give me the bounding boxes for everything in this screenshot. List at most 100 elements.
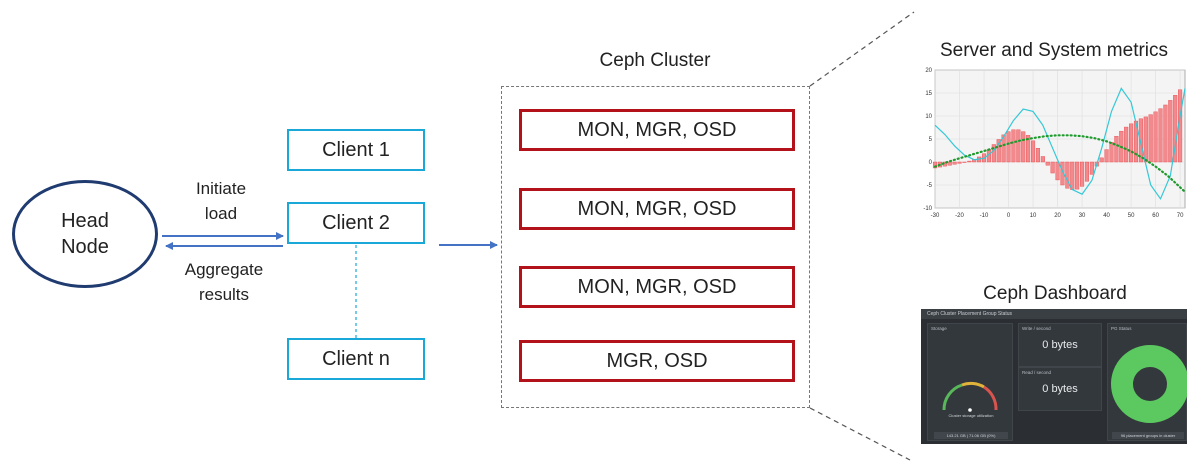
metric-bar xyxy=(1163,104,1168,163)
metric-bar xyxy=(1138,118,1143,163)
metric-bar xyxy=(1089,161,1094,175)
aggregate-results-label: Aggregate results xyxy=(166,258,282,307)
client-n-label: Client n xyxy=(322,347,390,370)
y-tick-label: 5 xyxy=(929,137,933,143)
storage-card: Storage Cluster storage utilization 143.… xyxy=(927,323,1013,441)
metric-bar xyxy=(1109,142,1114,163)
metric-bar xyxy=(1050,161,1055,174)
x-tick-label: 70 xyxy=(1177,213,1184,219)
head-node-label-line1: Head xyxy=(61,210,109,232)
client-2-box: Client 2 xyxy=(287,202,425,244)
metric-bar xyxy=(1114,136,1119,163)
cluster-node-2: MON, MGR, OSD xyxy=(519,188,795,230)
client-1-label: Client 1 xyxy=(322,138,390,161)
y-tick-label: 0 xyxy=(929,160,933,166)
cluster-node-1: MON, MGR, OSD xyxy=(519,109,795,151)
metric-bar xyxy=(1168,100,1173,163)
gauge-arc-green xyxy=(942,383,963,411)
initiate-load-line2: load xyxy=(204,203,238,223)
x-tick-label: 0 xyxy=(1007,213,1011,219)
gauge-label: Cluster storage utilization xyxy=(948,413,994,418)
metric-line xyxy=(934,87,1186,201)
metrics-title: Server and System metrics xyxy=(939,40,1169,61)
pg-donut xyxy=(1111,345,1187,423)
write-card-title: Write / second xyxy=(1022,326,1051,331)
cluster-node-1-label: MON, MGR, OSD xyxy=(577,118,737,141)
x-tick-label: 40 xyxy=(1103,213,1110,219)
storage-footer: 143.21 GB | 71.06 GB (0%) xyxy=(934,432,1008,439)
ceph-cluster-box xyxy=(501,86,810,408)
metric-bar xyxy=(1045,161,1050,166)
metric-bar xyxy=(1001,134,1006,163)
metric-bar xyxy=(991,144,996,163)
x-tick-label: 30 xyxy=(1079,213,1086,219)
write-value: 0 bytes xyxy=(1042,339,1078,351)
x-tick-label: 50 xyxy=(1128,213,1135,219)
x-tick-label: -30 xyxy=(931,213,940,219)
metric-bar xyxy=(932,161,938,169)
metric-bar xyxy=(947,161,952,166)
metric-bar xyxy=(1143,116,1148,163)
metric-bar xyxy=(1006,131,1011,163)
head-node-label-line2: Node xyxy=(61,236,109,258)
metric-bar xyxy=(1173,95,1178,163)
metric-bar xyxy=(962,161,967,163)
metric-dotted-line xyxy=(933,134,1187,194)
metric-bar xyxy=(1099,157,1104,163)
metric-bar xyxy=(996,139,1001,163)
cluster-node-4: MGR, OSD xyxy=(519,340,795,382)
write-card: Write / second 0 bytes xyxy=(1018,323,1102,367)
metric-bar xyxy=(957,161,962,164)
y-tick-label: 20 xyxy=(925,68,932,74)
cluster-node-3: MON, MGR, OSD xyxy=(519,266,795,308)
read-card-title: Read / second xyxy=(1022,370,1052,375)
pg-footer: 96 placement groups in cluster xyxy=(1112,432,1184,439)
aggregate-results-line2: results xyxy=(198,284,250,304)
metric-bar xyxy=(1070,161,1075,190)
metric-bar xyxy=(952,161,957,165)
metric-bar xyxy=(1148,114,1153,163)
pg-status-card: PG Status 96 placement groups in cluster xyxy=(1107,323,1187,441)
x-tick-label: 10 xyxy=(1030,213,1037,219)
metric-bar xyxy=(1026,135,1031,163)
x-tick-label: -10 xyxy=(980,213,989,219)
metric-bar xyxy=(1021,131,1026,163)
y-tick-label: 15 xyxy=(925,91,932,97)
x-tick-label: 20 xyxy=(1054,213,1061,219)
metric-bar xyxy=(1031,140,1036,163)
gauge-arc-yellow xyxy=(961,381,985,389)
cluster-node-2-label: MON, MGR, OSD xyxy=(577,197,737,220)
pg-donut-ring xyxy=(1111,345,1187,423)
storage-card-title: Storage xyxy=(931,326,947,331)
metric-bar xyxy=(1104,149,1109,163)
cluster-node-4-label: MGR, OSD xyxy=(606,349,708,372)
storage-gauge xyxy=(942,381,998,412)
zoom-line-bottom xyxy=(809,407,911,461)
metric-bar xyxy=(1124,126,1129,163)
zoom-line-top xyxy=(809,11,915,87)
metric-bar xyxy=(1158,108,1163,163)
pg-status-title: PG Status xyxy=(1111,326,1132,331)
metric-bar xyxy=(1153,111,1158,163)
y-tick-label: -10 xyxy=(923,206,932,212)
metric-bar xyxy=(1080,161,1085,187)
metric-bar xyxy=(1075,161,1080,190)
metric-bar xyxy=(1055,161,1060,181)
metric-bar xyxy=(1065,161,1070,189)
dashboard-header: Ceph Cluster Placement Group Status xyxy=(921,309,1187,319)
dashboard-screenshot: Ceph Cluster Placement Group Status Stor… xyxy=(921,309,1187,444)
client-1-box: Client 1 xyxy=(287,129,425,171)
gauge-arc-red xyxy=(983,385,998,411)
initiate-load-label: Initiate load xyxy=(176,177,266,226)
head-node: Head Node xyxy=(12,180,158,288)
cluster-node-3-label: MON, MGR, OSD xyxy=(577,275,737,298)
metric-bar xyxy=(967,160,972,163)
metric-bar xyxy=(1016,129,1021,163)
ceph-cluster-title: Ceph Cluster xyxy=(599,50,711,71)
initiate-load-line1: Initiate xyxy=(195,179,247,198)
client-n-box: Client n xyxy=(287,338,425,380)
metric-bar xyxy=(1035,147,1040,163)
